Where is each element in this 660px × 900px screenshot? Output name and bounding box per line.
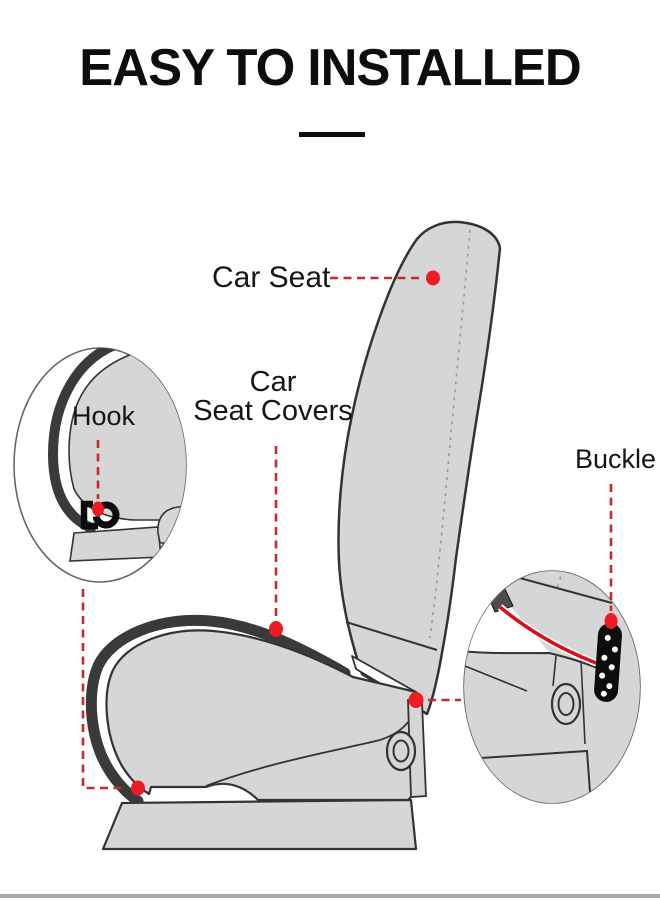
buckle-strap-cord xyxy=(497,604,598,667)
hook-inset-rail-strip xyxy=(69,526,162,562)
buckle-inset-body-edge xyxy=(464,650,603,671)
car-seat-label: Car Seat xyxy=(212,261,331,294)
buckle-inset-bracket-line xyxy=(552,655,586,745)
buckle-label: Buckle xyxy=(575,444,657,474)
buckle-inset-white-corner xyxy=(464,740,468,803)
seat-base xyxy=(101,798,418,851)
title-underline xyxy=(299,132,365,137)
junction-marker-dot xyxy=(408,692,424,708)
bottom-divider xyxy=(0,894,660,898)
recliner-hinge xyxy=(385,730,417,772)
hook-corner-marker-dot xyxy=(131,780,145,796)
seat-cover-band xyxy=(85,614,351,807)
covers-label-line1: Car xyxy=(249,366,297,398)
covers-label-line2: Seat Covers xyxy=(193,395,353,427)
buckle-icon xyxy=(594,623,622,702)
buckle-marker-dot xyxy=(604,613,618,629)
buckle-inset-top-seam xyxy=(504,573,613,604)
car-seat-backrest xyxy=(337,220,502,716)
covers-marker-dot xyxy=(269,621,283,637)
backrest-lower-seam xyxy=(345,621,438,651)
page-title: EASY TO INSTALLED xyxy=(79,39,581,97)
hook-marker-dot xyxy=(92,501,104,517)
buckle-inset-hinge xyxy=(550,682,582,726)
hook-detail-inset xyxy=(13,347,187,583)
buckle-detail-inset xyxy=(463,570,641,804)
backrest-seam-dashed xyxy=(429,229,471,639)
hook-label: Hook xyxy=(72,401,136,431)
buckle-inset-diag-seam xyxy=(464,663,528,692)
hook-inset-cover-band xyxy=(47,348,125,533)
cushion-side-seam xyxy=(205,721,409,787)
car-seat-covers-label: Car Seat Covers xyxy=(188,368,358,426)
car-seat-marker-dot xyxy=(426,270,440,286)
